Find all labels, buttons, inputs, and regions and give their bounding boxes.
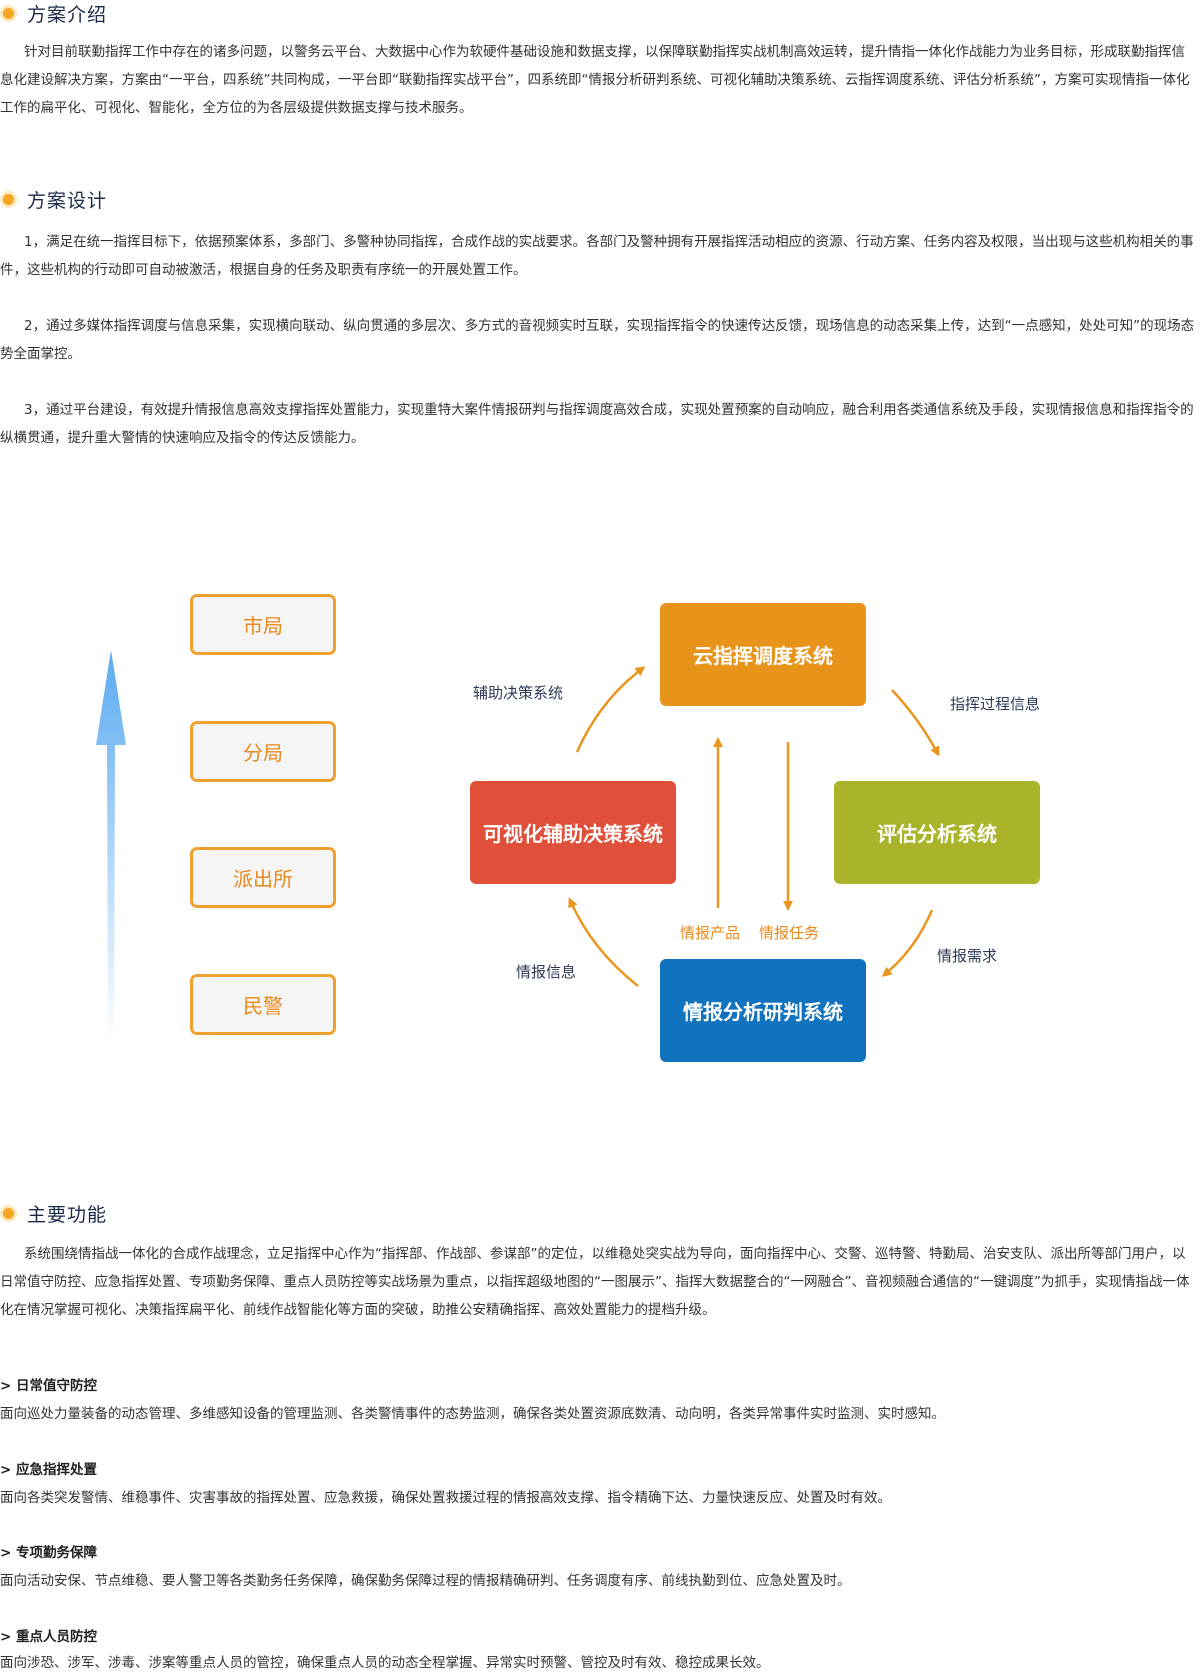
system-visual-decision: 可视化辅助决策系统 — [470, 781, 676, 884]
system-cloud-command: 云指挥调度系统 — [660, 603, 866, 706]
label-intel-info: 情报信息 — [516, 963, 577, 981]
arrow-bottom-to-left — [568, 897, 639, 987]
function-item-desc: 面向活动安保、节点维稳、要人警卫等各类勤务任务保障，确保勤务保障过程的情报精确研… — [0, 1573, 851, 1589]
design-title: 方案设计 — [27, 189, 108, 212]
label-intel-product: 情报产品 — [680, 924, 741, 942]
design-point-1: 1，满足在统一指挥目标下，依据预案体系，多部门、多警种协同指挥，合成作战的实战要… — [0, 234, 1194, 278]
section-title-design: 方案设计 — [0, 186, 107, 212]
function-item-title: > 专项勤务保障 — [0, 1545, 98, 1561]
functions-title: 主要功能 — [27, 1203, 108, 1226]
arrow-top-to-right — [891, 689, 940, 757]
function-item-title: > 应急指挥处置 — [0, 1462, 98, 1478]
level-branch-bureau: 分局 — [190, 721, 336, 782]
section-title-intro: 方案介绍 — [0, 0, 107, 26]
system-intel-analysis: 情报分析研判系统 — [660, 959, 866, 1062]
bullet-icon — [3, 1207, 14, 1219]
function-item-desc: 面向涉恐、涉军、涉毒、涉案等重点人员的管控，确保重点人员的动态全程掌握、异常实时… — [0, 1655, 770, 1671]
level-police-station: 派出所 — [190, 847, 336, 908]
label-intel-task: 情报任务 — [759, 924, 820, 942]
arrow-right-to-bottom — [881, 909, 934, 977]
label-command-process: 指挥过程信息 — [950, 695, 1041, 713]
level-city-bureau: 市局 — [190, 594, 336, 655]
arrow-left-to-top — [575, 666, 646, 753]
bullet-icon — [3, 7, 14, 19]
section-title-functions: 主要功能 — [0, 1200, 107, 1226]
function-item-desc: 面向各类突发警情、维稳事件、灾害事故的指挥处置、应急救援，确保处置救援过程的情报… — [0, 1490, 891, 1506]
level-police-officer: 民警 — [190, 974, 336, 1035]
function-item-desc: 面向巡处力量装备的动态管理、多维感知设备的管理监测、各类警情事件的态势监测，确保… — [0, 1406, 945, 1422]
design-point-3: 3，通过平台建设，有效提升情报信息高效支撑指挥处置能力，实现重特大案件情报研判与… — [0, 402, 1194, 446]
bullet-icon — [3, 193, 14, 205]
function-item-title: > 重点人员防控 — [0, 1629, 98, 1645]
label-aux-decision: 辅助决策系统 — [473, 684, 564, 702]
functions-body: 系统围绕情指战一体化的合成作战理念，立足指挥中心作为“指挥部、作战部、参谋部”的… — [0, 1246, 1190, 1318]
label-intel-demand: 情报需求 — [937, 947, 998, 965]
function-item-title: > 日常值守防控 — [0, 1378, 98, 1394]
system-evaluation: 评估分析系统 — [834, 781, 1040, 884]
design-point-2: 2，通过多媒体指挥调度与信息采集，实现横向联动、纵向贯通的多层次、多方式的音视频… — [0, 318, 1195, 362]
intro-body: 针对目前联勤指挥工作中存在的诸多问题，以警务云平台、大数据中心作为软硬件基础设施… — [0, 44, 1190, 116]
intro-title: 方案介绍 — [27, 3, 108, 26]
rise-arrow-icon — [96, 650, 126, 1040]
